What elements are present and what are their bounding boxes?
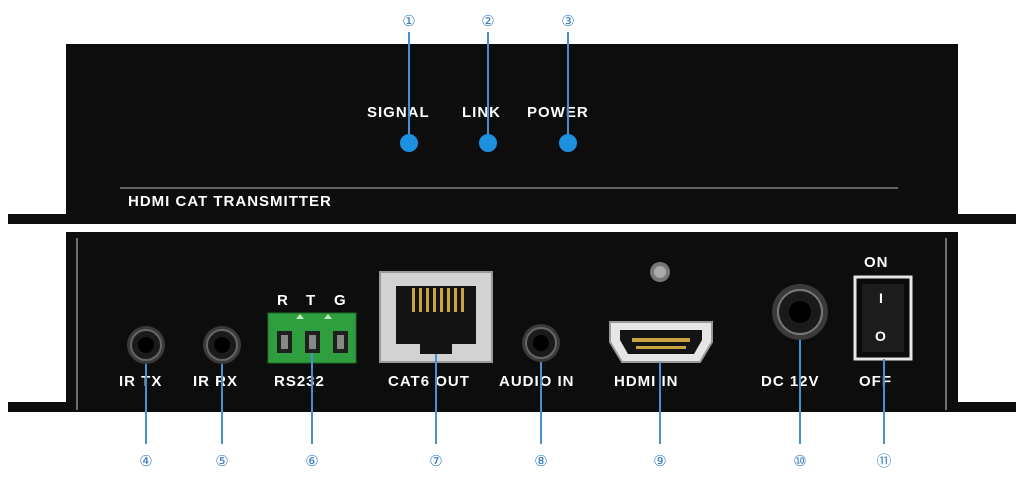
link-led	[479, 134, 497, 152]
ir-rx-jack	[203, 326, 241, 364]
callout-5: ⑤	[215, 453, 228, 470]
top-panel-flange	[8, 214, 1016, 224]
hdmi-in-label: HDMI IN	[614, 373, 679, 390]
callout-10: ⑩	[793, 453, 806, 470]
cat6-out-port	[379, 271, 493, 363]
rs232-pin-r: R	[277, 292, 289, 309]
rs232-pin-t: T	[306, 292, 316, 309]
rs232-pin-g: G	[334, 292, 347, 309]
signal-led	[400, 134, 418, 152]
rs232-terminal-block	[267, 312, 357, 364]
signal-label: SIGNAL	[367, 104, 430, 121]
callout-numbers: ① ② ③ ④ ⑤ ⑥ ⑦ ⑧ ⑨ ⑩ ⑪	[139, 13, 891, 470]
callout-1: ①	[402, 13, 415, 30]
top-panel-body	[66, 44, 958, 216]
callout-3: ③	[561, 13, 574, 30]
switch-off-mark: O	[875, 328, 886, 344]
callout-4: ④	[139, 453, 152, 470]
device-name: HDMI CAT TRANSMITTER	[128, 193, 332, 210]
power-label: POWER	[527, 104, 589, 121]
audio-in-label: AUDIO IN	[499, 373, 575, 390]
rs232-label: RS232	[274, 373, 325, 390]
cat6-out-label: CAT6 OUT	[388, 373, 470, 390]
callout-7: ⑦	[429, 453, 442, 470]
power-switch	[853, 275, 913, 361]
switch-off-label: OFF	[859, 373, 892, 390]
link-label: LINK	[462, 104, 501, 121]
callout-11: ⑪	[876, 453, 891, 470]
bottom-panel: IR TX IR RX R T G RS232	[8, 232, 1016, 412]
ir-rx-label: IR RX	[193, 373, 238, 390]
dc-12v-jack	[772, 284, 828, 340]
callout-8: ⑧	[534, 453, 547, 470]
callout-2: ②	[481, 13, 494, 30]
hdmi-screw	[650, 262, 670, 282]
callout-9: ⑨	[653, 453, 666, 470]
ir-tx-jack	[127, 326, 165, 364]
dc-12v-label: DC 12V	[761, 373, 820, 390]
power-led	[559, 134, 577, 152]
hdmi-in-port	[609, 321, 713, 363]
switch-on-mark: I	[879, 290, 883, 306]
ir-tx-label: IR TX	[119, 373, 162, 390]
callout-lines	[145, 32, 885, 444]
audio-in-jack	[522, 324, 560, 362]
switch-on-label: ON	[864, 254, 889, 271]
callout-6: ⑥	[305, 453, 318, 470]
top-panel: HDMI CAT TRANSMITTER SIGNAL LINK POWER	[8, 44, 1016, 224]
